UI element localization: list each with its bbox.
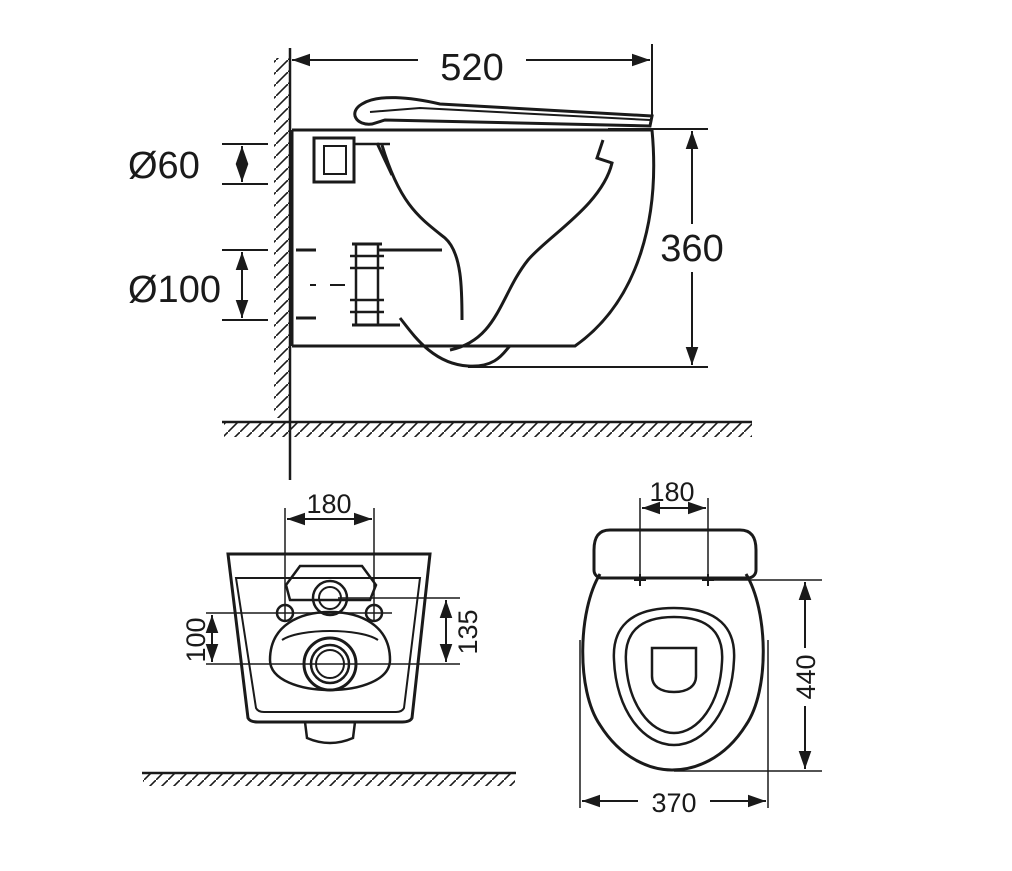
- back-bolt-spacing-label: 180: [306, 489, 351, 519]
- outlet-pipe: [296, 242, 442, 327]
- back-dimension-135: 135: [439, 600, 483, 662]
- top-view: 180 440 370: [579, 477, 822, 818]
- bowl-outline: [292, 128, 656, 348]
- top-rear-plate: [592, 528, 758, 580]
- back-outlet-height-label: 100: [181, 617, 211, 662]
- top-width-label: 370: [651, 788, 696, 818]
- dimension-width-520: 520: [292, 44, 653, 118]
- wall-hatch: [274, 48, 292, 480]
- inlet-diameter-label: Ø60: [128, 145, 200, 187]
- top-dimension-370: 370: [582, 788, 766, 818]
- back-recess: [284, 564, 378, 602]
- width-label: 520: [440, 47, 503, 89]
- back-inlet-height-label: 135: [453, 609, 483, 654]
- back-dimension-100: 100: [181, 615, 219, 663]
- back-floor-hatch: [142, 771, 516, 786]
- dimension-inlet-60: Ø60: [128, 143, 268, 187]
- dimension-height-360: 360: [608, 128, 724, 365]
- bowl-inner-trap: [380, 144, 464, 321]
- outlet-diameter-label: Ø100: [128, 269, 221, 311]
- top-seat-ring: [612, 606, 736, 747]
- top-bolt-spacing-label: 180: [649, 477, 694, 507]
- top-dimension-180: 180: [642, 477, 706, 515]
- height-label: 360: [660, 228, 723, 270]
- inlet-pipe: [312, 136, 394, 184]
- side-view: 520 360 Ø60 Ø100: [128, 44, 752, 480]
- bowl-base: [398, 317, 512, 368]
- top-bowl-opening: [650, 646, 698, 694]
- top-bowl-outline: [581, 573, 765, 772]
- dimension-outlet-100: Ø100: [128, 249, 268, 321]
- back-outline: [226, 552, 432, 724]
- top-length-label: 440: [791, 654, 821, 699]
- top-dimension-440: 440: [791, 582, 821, 769]
- top-bolt-points: [634, 574, 714, 586]
- floor-hatch: [222, 420, 752, 437]
- back-dimension-180: 180: [287, 489, 372, 526]
- back-view: 180 100 135: [142, 489, 516, 786]
